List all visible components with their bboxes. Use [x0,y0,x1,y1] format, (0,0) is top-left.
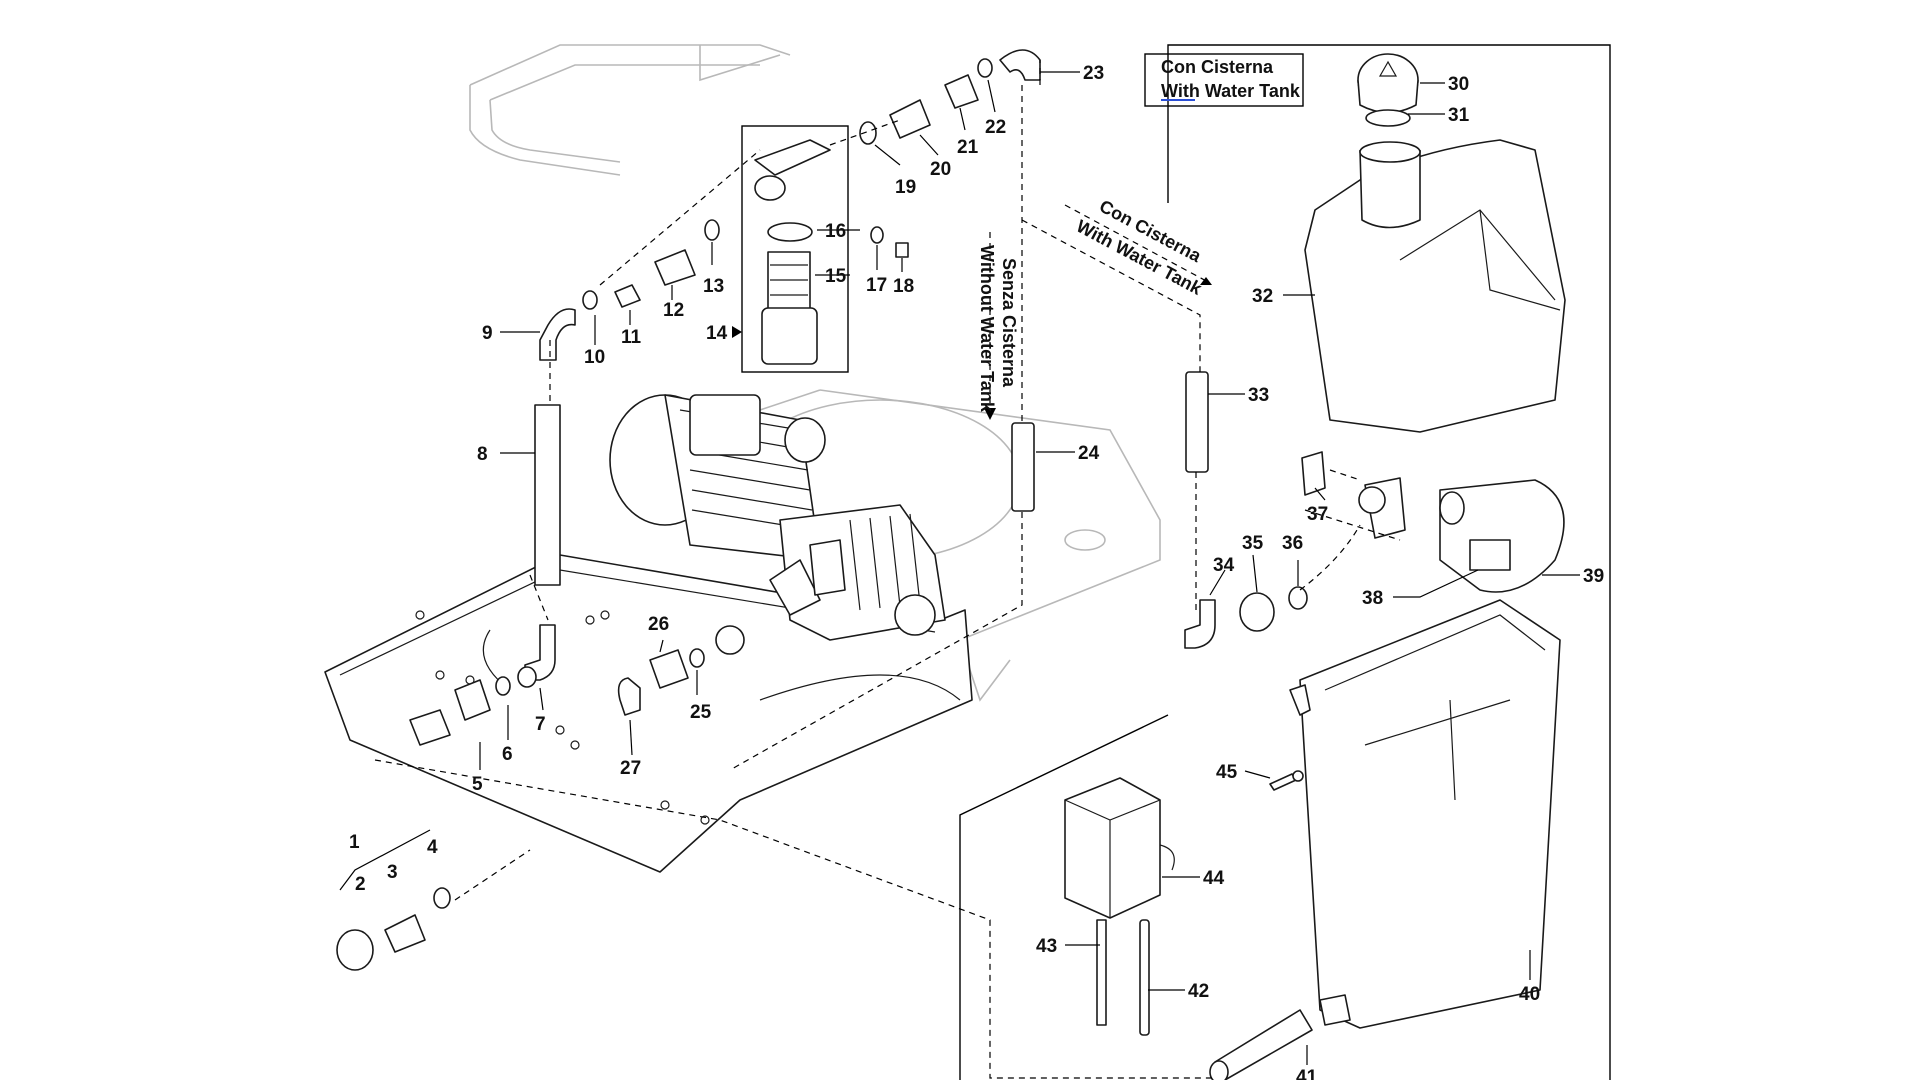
fittings-chain-top [539,49,1041,361]
callout-33: 33 [1248,385,1269,406]
callout-26: 26 [648,614,669,635]
callout-24: 24 [1078,443,1100,464]
motor-pump-assembly [609,394,946,655]
leader-lines [479,71,1580,1065]
fittings-lower [409,624,705,746]
arrow-with-tank [1200,277,1212,285]
callout-42: 42 [1188,981,1209,1002]
water-tank [1304,53,1566,433]
callout-4: 4 [427,837,438,858]
hose-and-parts [1096,770,1313,1080]
inlet-fitting-kit [336,829,451,971]
callout-37: 37 [1307,504,1328,525]
route-without-tank-line1: Senza Cisterna [999,258,1019,388]
callout-2: 2 [355,874,366,895]
callout-20: 20 [930,159,951,180]
callout-labels: 1 2 3 4 5 6 7 8 9 10 11 12 13 14 15 16 1… [349,63,1604,1080]
callout-43: 43 [1036,936,1057,957]
callout-13: 13 [703,276,724,297]
callout-41: 41 [1296,1067,1318,1080]
callout-10: 10 [584,347,605,368]
callout-32: 32 [1252,286,1273,307]
callout-7: 7 [535,714,546,735]
callout-5: 5 [472,774,483,795]
note-box-line1: Con Cisterna [1161,57,1274,77]
callout-45: 45 [1216,762,1238,783]
pipe-8 [534,404,561,586]
note-box-line2: With Water Tank [1161,81,1301,101]
callout-19: 19 [895,177,916,198]
control-box [1064,777,1175,919]
callout-44: 44 [1203,868,1225,889]
routing-lines [374,60,1401,1079]
callout-25: 25 [690,702,712,723]
callout-17: 17 [866,275,887,296]
callout-21: 21 [957,137,979,158]
callout-15: 15 [825,266,847,287]
valve-assembly [1184,451,1565,649]
filter-group-frame [741,125,849,373]
callout-11: 11 [621,327,642,348]
filter-group [732,125,849,373]
callout-34: 34 [1213,555,1235,576]
callout-40: 40 [1519,984,1540,1005]
callout-1: 1 [349,832,360,853]
callout-38: 38 [1362,588,1383,609]
callout-22: 22 [985,117,1006,138]
water-box [1289,599,1561,1029]
callout-16: 16 [825,221,846,242]
callout-39: 39 [1583,566,1604,587]
note-box-frame [1144,53,1304,107]
callout-30: 30 [1448,74,1469,95]
callout-18: 18 [893,276,914,297]
callout-3: 3 [387,862,398,883]
route-without-tank-line2: Without Water Tank [977,245,997,413]
pipe-24 [1011,422,1035,512]
callout-23: 23 [1083,63,1104,84]
arrow-without-tank [984,408,996,420]
callout-36: 36 [1282,533,1303,554]
callout-8: 8 [477,444,488,465]
callout-35: 35 [1242,533,1264,554]
pipe-33 [1185,371,1209,473]
callout-9: 9 [482,323,493,344]
callout-12: 12 [663,300,684,321]
callout-27: 27 [620,758,641,779]
arrow-marker [732,326,742,338]
callout-14: 14 [706,323,728,344]
callout-6: 6 [502,744,513,765]
callout-31: 31 [1448,105,1470,126]
kit-boundary [959,44,1611,1080]
